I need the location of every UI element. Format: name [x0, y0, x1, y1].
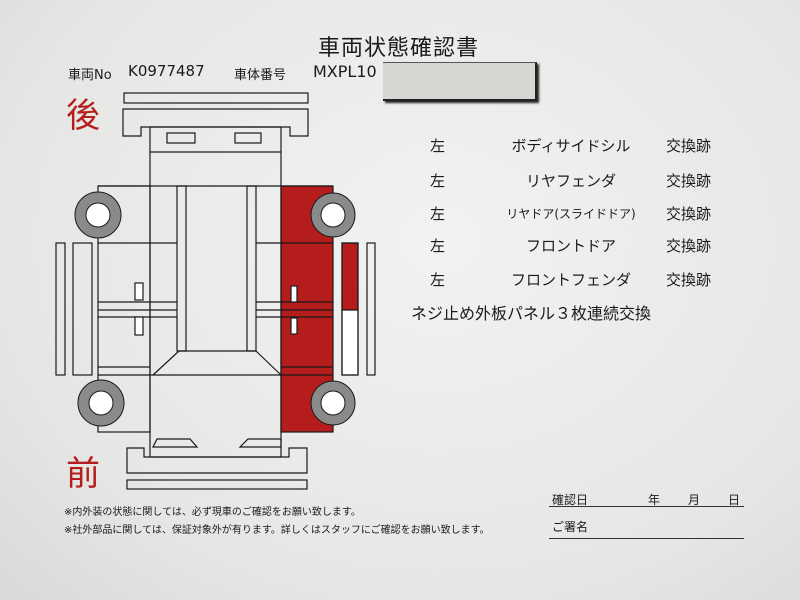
repair-part: リヤドア(スライドドア) — [506, 207, 636, 221]
right-side-panels — [97, 185, 151, 433]
vehicle-no: K0977487 — [128, 62, 205, 80]
rear-label: 後 — [66, 96, 100, 136]
rear-bumper-strip — [123, 92, 309, 104]
date-line — [549, 506, 744, 507]
front-bumper — [126, 447, 308, 474]
note-2: ※社外部品に関しては、保証対象外が有ります。詳しくはスタッフにご確認をお願い致し… — [64, 525, 490, 536]
repair-part: ボディサイドシル — [511, 137, 631, 155]
repair-item: 左 フロントフェンダ 交換跡 — [430, 269, 730, 291]
note-1: ※内外装の状態に関しては、必ず現車のご確認をお願い致します。 — [64, 507, 361, 518]
repair-part: フロントフェンダ — [510, 271, 631, 289]
repair-side: 左 — [430, 137, 446, 155]
signature-line[interactable] — [549, 538, 744, 539]
repair-action: 交換跡 — [666, 137, 712, 155]
repair-action: 交換跡 — [666, 271, 712, 289]
signature-label: ご署名 — [552, 520, 589, 534]
repair-item: 左 フロントドア 交換跡 — [430, 235, 730, 257]
side-sill-lower — [341, 309, 359, 376]
repair-action: 交換跡 — [666, 237, 712, 255]
repair-item: 左 リヤドア(スライドドア) 交換跡 — [430, 203, 730, 225]
front-bumper-strip — [126, 479, 308, 490]
repair-side: 左 — [430, 172, 446, 190]
chassis-number: MXPL10 — [313, 62, 377, 81]
year-label: 年 — [648, 493, 661, 507]
rear-bumper — [122, 108, 309, 137]
repair-side: 左 — [430, 271, 446, 289]
confirm-date-label: 確認日 — [552, 493, 589, 507]
document-title: 車両状態確認書 — [318, 36, 480, 61]
repair-action: 交換跡 — [666, 205, 712, 223]
vehicle-no-label: 車両No — [68, 68, 112, 83]
chassis-label: 車体番号 — [234, 68, 287, 83]
body-outline — [149, 126, 282, 458]
month-label: 月 — [688, 493, 701, 507]
repair-item: 左 ボディサイドシル 交換跡 — [430, 135, 730, 157]
repair-summary: ネジ止め外板パネル３枚連続交換 — [411, 304, 652, 323]
repair-item: 左 リヤフェンダ 交換跡 — [430, 170, 730, 192]
repair-side: 左 — [430, 205, 446, 223]
redaction-sticker — [383, 62, 537, 101]
repair-action: 交換跡 — [666, 172, 712, 190]
front-label: 前 — [66, 454, 100, 494]
repair-part: フロントドア — [525, 237, 616, 255]
repair-part: リヤフェンダ — [525, 172, 616, 190]
day-label: 日 — [728, 493, 741, 507]
repair-side: 左 — [430, 237, 446, 255]
damaged-side-sill — [341, 242, 359, 311]
